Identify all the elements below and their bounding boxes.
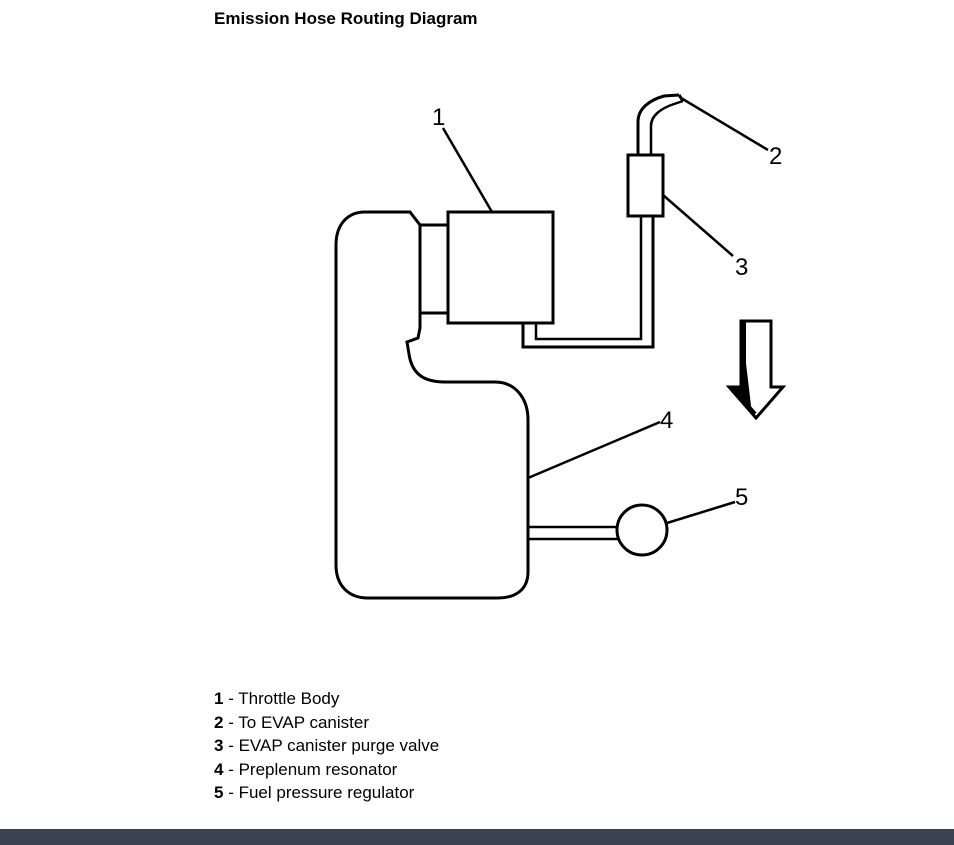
legend-label: EVAP canister purge valve bbox=[238, 736, 440, 755]
bottom-bar bbox=[0, 829, 954, 845]
legend-number: 1 bbox=[214, 689, 224, 708]
legend-number: 3 bbox=[214, 736, 224, 755]
legend-separator: - bbox=[223, 783, 239, 802]
callout-number-1: 1 bbox=[432, 104, 445, 131]
legend-separator: - bbox=[223, 712, 239, 732]
down-arrow-icon bbox=[725, 319, 787, 421]
legend-separator: - bbox=[223, 689, 239, 708]
purge-hose-outer bbox=[521, 216, 655, 349]
leader-line-2 bbox=[680, 96, 769, 152]
legend-item: 5 - Fuel pressure regulator bbox=[214, 781, 439, 805]
legend-number: 2 bbox=[214, 712, 224, 732]
callout-number-5: 5 bbox=[735, 484, 748, 511]
callout-number-3: 3 bbox=[735, 254, 748, 281]
legend-item: 1 - Throttle Body bbox=[214, 687, 439, 711]
legend-item: 4 - Preplenum resonator bbox=[214, 758, 439, 782]
legend-label: Preplenum resonator bbox=[238, 759, 398, 779]
leader-line-3 bbox=[662, 194, 734, 257]
legend-item: 3 - EVAP canister purge valve bbox=[214, 734, 439, 758]
evap-hose-inner bbox=[649, 99, 684, 155]
leader-line-1 bbox=[441, 127, 494, 213]
legend-label: Fuel pressure regulator bbox=[238, 783, 415, 802]
purge-hose-inner bbox=[534, 216, 643, 341]
fuel-pressure-regulator bbox=[615, 503, 669, 557]
callout-number-2: 2 bbox=[769, 143, 782, 170]
regulator-line bbox=[528, 525, 624, 541]
legend-number: 5 bbox=[214, 783, 224, 802]
diagram-title: Emission Hose Routing Diagram bbox=[214, 9, 478, 28]
legend-item: 2 - To EVAP canister bbox=[214, 711, 439, 735]
preplenum-resonator bbox=[334, 210, 530, 600]
leader-line-5 bbox=[666, 500, 736, 525]
resonator-neck bbox=[420, 223, 448, 315]
legend: 1 - Throttle Body 2 - To EVAP canister 3… bbox=[214, 687, 439, 805]
legend-label: Throttle Body bbox=[238, 689, 340, 708]
evap-purge-valve bbox=[626, 153, 665, 218]
leader-line-4 bbox=[527, 420, 661, 480]
legend-separator: - bbox=[223, 759, 239, 779]
legend-separator: - bbox=[223, 736, 239, 755]
legend-label: To EVAP canister bbox=[238, 712, 369, 732]
legend-number: 4 bbox=[214, 759, 224, 779]
evap-hose-outer bbox=[636, 93, 680, 155]
throttle-body bbox=[446, 210, 555, 325]
callout-number-4: 4 bbox=[660, 407, 673, 434]
